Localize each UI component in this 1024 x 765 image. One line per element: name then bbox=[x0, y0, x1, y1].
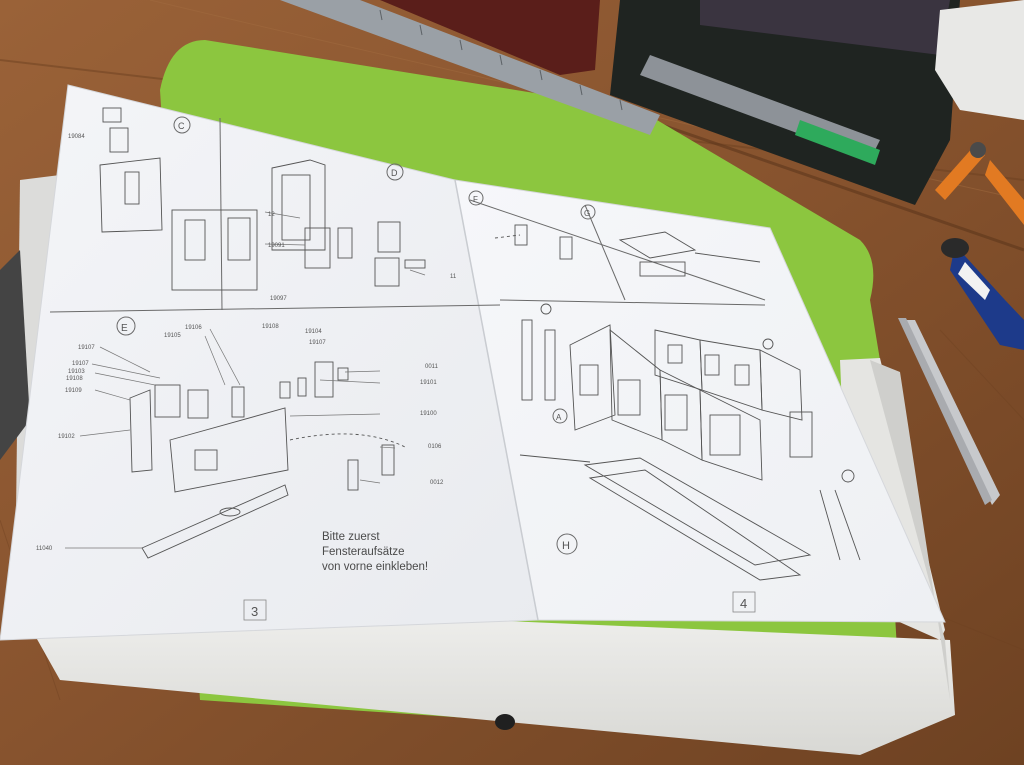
part-number: 0012 bbox=[430, 480, 444, 486]
red-box bbox=[380, 0, 600, 75]
instruction-line-2: Fensteraufsätze bbox=[322, 546, 404, 558]
part-number: 19103 bbox=[68, 369, 85, 375]
section-label-h: H bbox=[562, 540, 570, 552]
drawing-section-c bbox=[99, 107, 258, 291]
part-number: 19107 bbox=[78, 345, 95, 351]
part-number: 19106 bbox=[185, 325, 202, 331]
part-number: 19104 bbox=[305, 329, 322, 335]
drawing-section-h bbox=[519, 303, 861, 581]
ruler-ticks bbox=[379, 9, 623, 111]
leader-lines bbox=[65, 211, 426, 549]
section-label-f: F bbox=[473, 195, 478, 204]
steel-ruler bbox=[280, 0, 660, 135]
instruction-line-1: Bitte zuerst bbox=[322, 531, 380, 543]
part-number: 19084 bbox=[68, 134, 85, 140]
part-number: 19109 bbox=[65, 388, 82, 394]
black-tool-box bbox=[610, 0, 960, 205]
part-number: 19100 bbox=[420, 411, 437, 417]
section-label-d: D bbox=[391, 168, 398, 178]
part-number: 19108 bbox=[262, 324, 279, 330]
glue-instruction-note: Bitte zuerst Fensteraufsätze von vorne e… bbox=[322, 531, 428, 573]
page-fold bbox=[454, 179, 539, 621]
instruction-line-3: von vorne einkleben! bbox=[322, 561, 428, 573]
page-number-right: 4 bbox=[740, 596, 747, 611]
part-number-labels: 11040 19102 19109 19108 19103 19107 1910… bbox=[36, 134, 457, 552]
page-number-left: 3 bbox=[251, 604, 258, 619]
part-number: 0011 bbox=[425, 364, 439, 370]
orange-pliers bbox=[935, 142, 1024, 225]
page-numbers: 3 4 bbox=[243, 591, 756, 621]
part-number: 11 bbox=[450, 274, 457, 280]
part-number: 0106 bbox=[428, 444, 442, 450]
part-number: 19107 bbox=[72, 361, 89, 367]
section-labels: C D E F G H A bbox=[116, 116, 596, 555]
part-number: 19108 bbox=[66, 376, 83, 382]
part-number: 19101 bbox=[420, 380, 437, 386]
panel-dividers bbox=[49, 117, 766, 313]
section-label-e: E bbox=[121, 323, 128, 334]
part-number: 12 bbox=[268, 212, 275, 218]
drawing-section-e bbox=[129, 361, 406, 559]
part-number: 19102 bbox=[58, 434, 75, 440]
part-number: 19091 bbox=[268, 243, 285, 249]
part-number: 19097 bbox=[270, 296, 287, 302]
part-number: 11040 bbox=[36, 546, 53, 552]
white-holder bbox=[935, 0, 1024, 120]
section-label-g: G bbox=[584, 209, 590, 218]
tweezers bbox=[898, 318, 1000, 505]
drawing-section-d bbox=[271, 159, 426, 287]
section-label-c: C bbox=[178, 121, 185, 131]
part-number: 19107 bbox=[309, 340, 326, 346]
drawing-section-f bbox=[494, 224, 573, 260]
section-label-a: A bbox=[556, 413, 562, 422]
drawing-section-g bbox=[618, 231, 761, 277]
glue-tube bbox=[941, 238, 1024, 350]
part-number: 19105 bbox=[164, 333, 181, 339]
